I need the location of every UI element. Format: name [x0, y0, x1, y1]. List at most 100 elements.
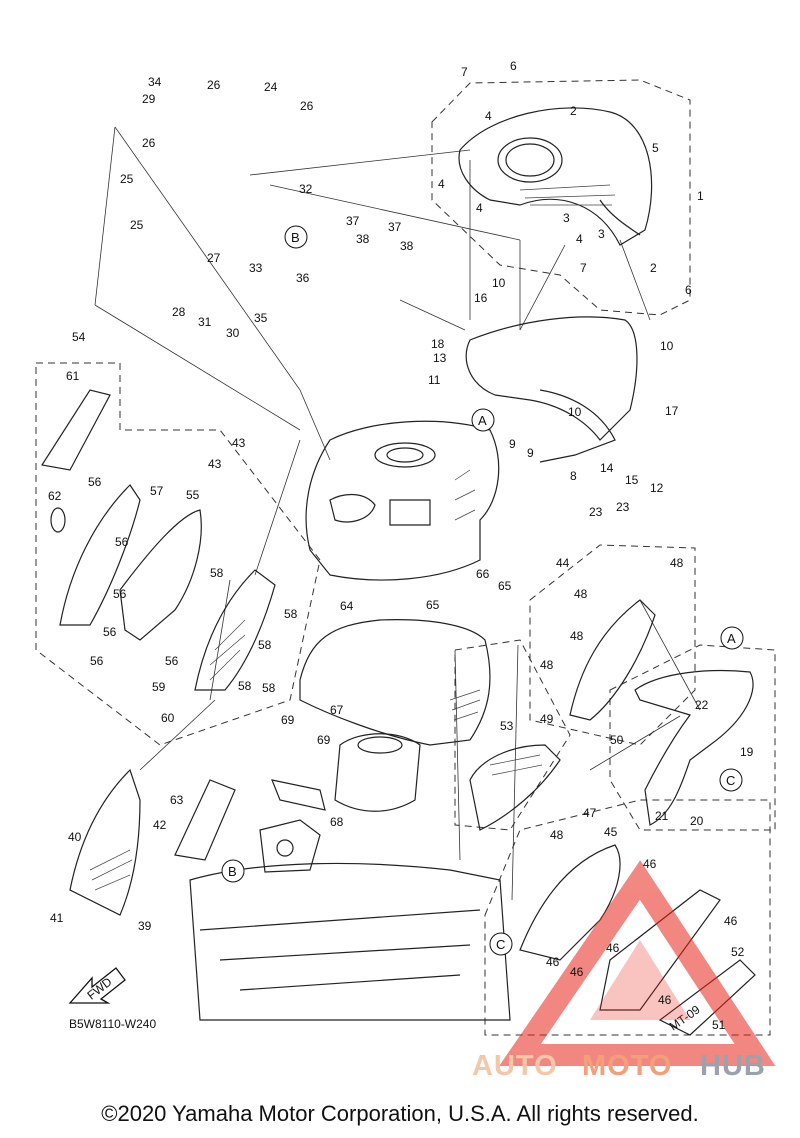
part-label: 26: [142, 136, 156, 150]
svg-text:B: B: [228, 864, 237, 879]
group-outline-side-panel-right: [529, 544, 696, 746]
part-label: 50: [610, 733, 624, 747]
part-label: 3: [563, 211, 570, 225]
side-panel-55: [119, 509, 202, 641]
part-label: 27: [207, 251, 221, 265]
part-label: 4: [485, 109, 492, 123]
part-label: 37: [388, 220, 402, 234]
part-label: 60: [161, 711, 175, 725]
plate-61: [41, 389, 111, 471]
part-label: 17: [665, 404, 679, 418]
part-label: 46: [643, 857, 657, 871]
part-label: 4: [576, 232, 583, 246]
part-label: 13: [433, 351, 447, 365]
svg-text:B: B: [291, 230, 300, 245]
part-label: 67: [330, 703, 344, 717]
part-label: 44: [556, 556, 570, 570]
part-label: 63: [170, 793, 184, 807]
part-label: 43: [232, 436, 246, 450]
part-label: 26: [300, 99, 314, 113]
part-label: 58: [258, 638, 272, 652]
part-label: 61: [66, 369, 80, 383]
part-label: 56: [113, 587, 127, 601]
part-label: 35: [254, 311, 268, 325]
part-label: 14: [600, 461, 614, 475]
part-label: 48: [570, 629, 584, 643]
fuel-tank-cover: [458, 107, 653, 246]
part-label: 58: [210, 566, 224, 580]
under-cover-45: [519, 844, 621, 961]
part-label: 56: [115, 535, 129, 549]
part-label: 25: [120, 172, 134, 186]
watermark-text-hub: HUB: [700, 1050, 766, 1082]
part-label: 10: [568, 405, 582, 419]
part-label: 31: [198, 315, 212, 329]
part-label: 36: [296, 271, 310, 285]
part-label: 53: [500, 719, 514, 733]
part-label: 28: [172, 305, 186, 319]
part-label: 32: [299, 182, 313, 196]
part-label: 57: [150, 484, 164, 498]
group-outline-intake-duct: [454, 639, 571, 831]
part-label: 46: [570, 965, 584, 979]
part-label: 42: [153, 818, 167, 832]
part-label: 33: [249, 261, 263, 275]
watermark-text-auto: AUTO: [472, 1050, 558, 1082]
fwd-arrow-icon: FWD: [68, 967, 126, 1004]
part-label: 52: [731, 945, 745, 959]
part-label: 8: [570, 469, 577, 483]
part-label: 24: [264, 80, 278, 94]
callout-b-lower: B: [221, 859, 245, 883]
part-label: 38: [400, 239, 414, 253]
side-cover-49: [569, 599, 656, 721]
part-label: 16: [474, 291, 488, 305]
part-label: 4: [476, 201, 483, 215]
svg-text:C: C: [496, 937, 505, 952]
part-label: 45: [604, 825, 618, 839]
part-label: 23: [589, 505, 603, 519]
part-label: 2: [650, 261, 657, 275]
group-outline-cowl: [609, 644, 776, 831]
diagram-code: B5W8110-W240: [69, 1017, 157, 1031]
part-label: 48: [540, 658, 554, 672]
part-label: 10: [492, 276, 506, 290]
part-label: 18: [431, 337, 445, 351]
part-label: 9: [527, 446, 534, 460]
part-label: 26: [207, 78, 221, 92]
svg-text:C: C: [726, 773, 735, 788]
part-label: 21: [655, 809, 669, 823]
part-label: 34: [148, 75, 162, 89]
part-label: 49: [540, 712, 554, 726]
bracket-68: [271, 779, 326, 811]
part-label: 3: [598, 227, 605, 241]
part-label: 46: [658, 993, 672, 1007]
air-box-cover: [299, 619, 491, 746]
part-label: 15: [625, 473, 639, 487]
bracket-63: [174, 779, 236, 861]
part-label: 7: [580, 261, 587, 275]
part-label: 62: [48, 489, 62, 503]
part-label: 55: [186, 488, 200, 502]
part-label: 64: [340, 599, 354, 613]
part-label: 59: [152, 680, 166, 694]
part-label: 46: [546, 955, 560, 969]
part-label: 37: [346, 214, 360, 228]
part-label: 12: [650, 481, 664, 495]
callout-c-upper: C: [719, 768, 743, 792]
part-label: 51: [712, 1018, 726, 1032]
fuel-tank: [305, 420, 500, 581]
side-panel-56: [50, 484, 141, 626]
callout-a-lower: A: [720, 626, 744, 650]
part-label: 40: [68, 830, 82, 844]
part-label: 38: [356, 232, 370, 246]
side-cover-39: [69, 768, 141, 916]
intake-duct-53: [469, 744, 561, 831]
part-label: 7: [461, 65, 468, 79]
svg-text:A: A: [727, 631, 736, 646]
part-label: 48: [550, 828, 564, 842]
part-label: 56: [103, 625, 117, 639]
part-label: 58: [262, 681, 276, 695]
tank-side-cover-upper: [465, 316, 638, 463]
part-label: 30: [226, 326, 240, 340]
